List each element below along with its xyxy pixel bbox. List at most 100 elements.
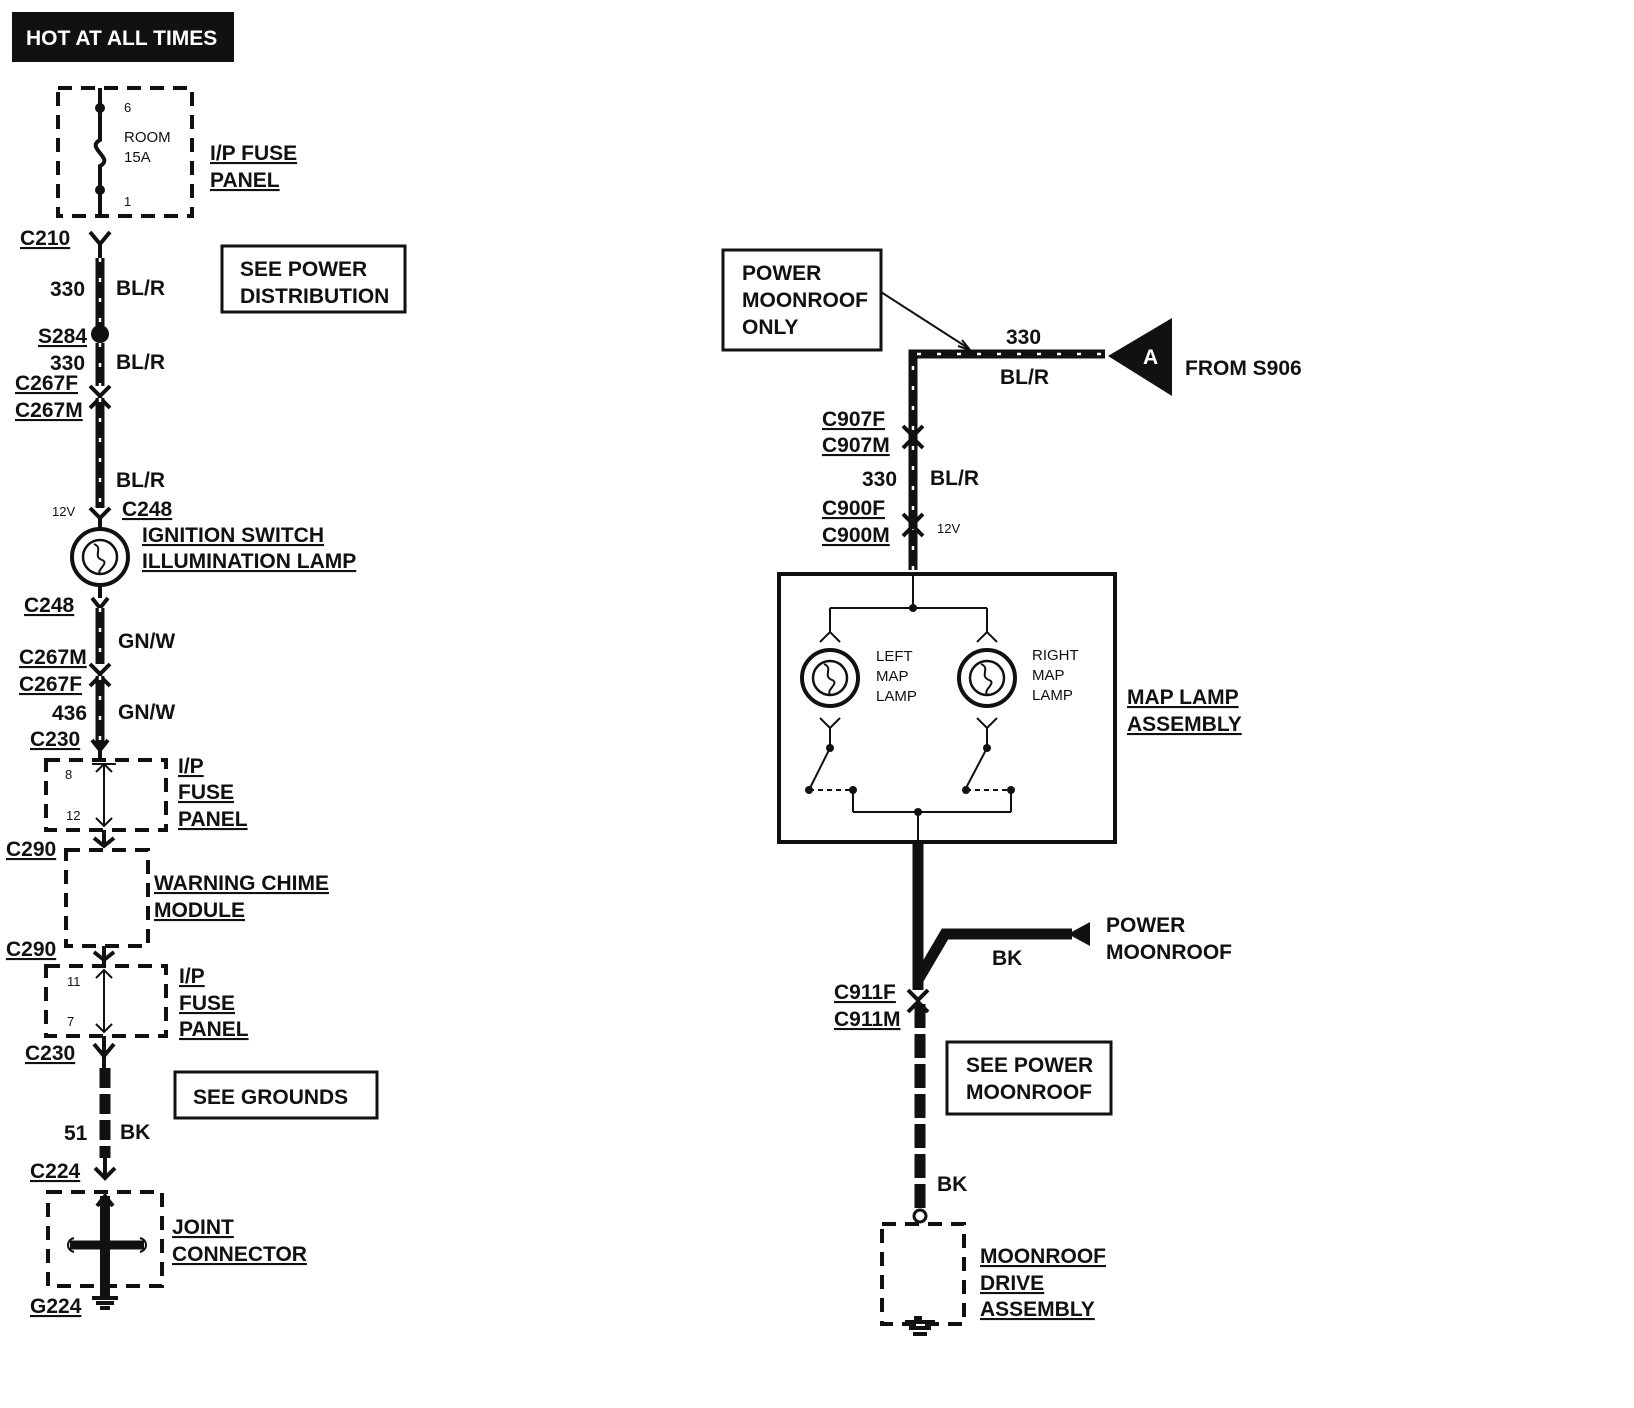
label-c224: C224 <box>30 1160 81 1183</box>
wire-bk-branch <box>913 928 1072 983</box>
left-lamp-3: LAMP <box>876 688 917 705</box>
lamp-label-2: ILLUMINATION LAMP <box>142 550 356 573</box>
connector-c290-b <box>92 946 116 966</box>
circuit-51: 51 <box>64 1122 88 1145</box>
assembly-label-2: ASSEMBLY <box>1127 713 1242 736</box>
right-lamp-1: RIGHT <box>1032 647 1079 664</box>
label-c907f: C907F <box>822 408 885 431</box>
connector-c900 <box>901 512 925 538</box>
see-power-1: SEE POWER <box>240 258 367 281</box>
note-1: POWER <box>742 262 821 285</box>
label-c911f: C911F <box>834 981 896 1004</box>
connector-c248-b <box>90 596 110 612</box>
fuse-low-pin-7: 7 <box>67 1014 74 1029</box>
label-g224: G224 <box>30 1295 82 1318</box>
right-map-lamp-icon <box>957 648 1017 708</box>
assembly-label-1: MAP LAMP <box>1127 686 1239 709</box>
see-moonroof-2: MOONROOF <box>966 1081 1092 1104</box>
label-c900f: C900F <box>822 497 885 520</box>
moonroof-label-2: MOONROOF <box>1106 941 1232 964</box>
moonroof-drive-assembly <box>880 1222 966 1326</box>
note-pointer <box>880 291 969 349</box>
fuse-panel-label-2: PANEL <box>210 169 280 192</box>
ignition-lamp <box>70 518 130 598</box>
right-lamp-2: MAP <box>1032 667 1065 684</box>
label-12v-right: 12V <box>937 521 960 536</box>
fuse-name: ROOM <box>124 129 171 146</box>
see-moonroof-1: SEE POWER <box>966 1054 1093 1077</box>
connector-c907 <box>901 424 925 450</box>
drive-label-3: ASSEMBLY <box>980 1298 1095 1321</box>
fuse-panel-mid: 8 12 <box>44 758 168 832</box>
see-moonroof-box <box>945 1040 1113 1116</box>
joint-label-1: JOINT <box>172 1216 234 1239</box>
ref-a-icon <box>1108 318 1172 396</box>
color-blr-b: BL/R <box>930 467 979 490</box>
chime-label-2: MODULE <box>154 899 245 922</box>
fuse-mid-label-1: I/P <box>178 755 204 778</box>
left-circuit: HOT AT ALL TIMES 6 ROOM 15A 1 I/P FUSE P… <box>6 12 407 1318</box>
fuse-low-label-2: FUSE <box>179 992 235 1015</box>
joint-label-2: CONNECTOR <box>172 1243 307 1266</box>
fuse-rating: 15A <box>124 149 151 166</box>
label-c290-b: C290 <box>6 938 56 961</box>
fuse-mid-pin-12: 12 <box>66 808 80 823</box>
connector-c210 <box>88 230 112 258</box>
joint-connector <box>46 1190 164 1296</box>
color-gnw-b: GN/W <box>118 701 175 724</box>
label-c900m: C900M <box>822 524 890 547</box>
moonroof-arrow-icon <box>1068 922 1090 946</box>
left-lamp-1: LEFT <box>876 648 913 665</box>
see-grounds: SEE GROUNDS <box>193 1086 348 1109</box>
label-c230-b: C230 <box>25 1042 75 1065</box>
map-lamp-internal <box>800 574 1017 842</box>
fuse-room-box: 6 ROOM 15A 1 <box>56 86 194 218</box>
header-title: HOT AT ALL TIMES <box>26 27 217 50</box>
color-blr-top: BL/R <box>1000 366 1049 389</box>
label-c267f-b: C267F <box>19 673 82 696</box>
fuse-low-label-1: I/P <box>179 965 205 988</box>
color-bk-a: BK <box>992 947 1022 970</box>
see-grounds-box <box>173 1070 379 1120</box>
label-c230-a: C230 <box>30 728 80 751</box>
fuse-pin-6: 6 <box>124 100 131 115</box>
fuse-mid-label-3: PANEL <box>178 808 248 831</box>
label-s284: S284 <box>38 325 87 348</box>
connector-c248-a <box>88 506 112 521</box>
connector-c230-b <box>92 1036 116 1068</box>
circuit-330-top: 330 <box>1006 326 1041 349</box>
right-door-switch <box>965 747 988 789</box>
label-c267m-b: C267M <box>19 646 87 669</box>
warning-chime-module <box>64 848 150 948</box>
drive-label-2: DRIVE <box>980 1272 1044 1295</box>
map-lamp-assembly <box>777 572 1117 844</box>
label-c267m-a: C267M <box>15 399 83 422</box>
connector-c224 <box>93 1158 117 1181</box>
fuse-low-pin-11: 11 <box>67 974 81 989</box>
label-c907m: C907M <box>822 434 890 457</box>
left-map-lamp-icon <box>800 648 860 708</box>
label-12v: 12V <box>52 504 75 519</box>
color-blr-c: BL/R <box>116 469 165 492</box>
ground-drive-icon <box>905 1316 935 1336</box>
splice-s284 <box>91 325 109 343</box>
chime-label-1: WARNING CHIME <box>154 872 329 895</box>
note-box <box>721 248 883 352</box>
color-bk-left: BK <box>120 1121 150 1144</box>
header-box <box>12 12 234 62</box>
lamp-label-1: IGNITION SWITCH <box>142 524 324 547</box>
ref-a-letter: A <box>1143 346 1158 369</box>
fuse-mid-label-2: FUSE <box>178 781 234 804</box>
label-c248-b: C248 <box>24 594 75 617</box>
see-power-box <box>220 244 407 314</box>
moonroof-label-1: POWER <box>1106 914 1185 937</box>
color-blr-b: BL/R <box>116 351 165 374</box>
circuit-330-b: 330 <box>50 352 85 375</box>
note-2: MOONROOF <box>742 289 868 312</box>
label-c210: C210 <box>20 227 70 250</box>
circuit-330-b: 330 <box>862 468 897 491</box>
label-c290-a: C290 <box>6 838 56 861</box>
fuse-panel-low: 11 7 <box>44 964 168 1038</box>
fuse-panel-label: I/P FUSE <box>210 142 297 165</box>
